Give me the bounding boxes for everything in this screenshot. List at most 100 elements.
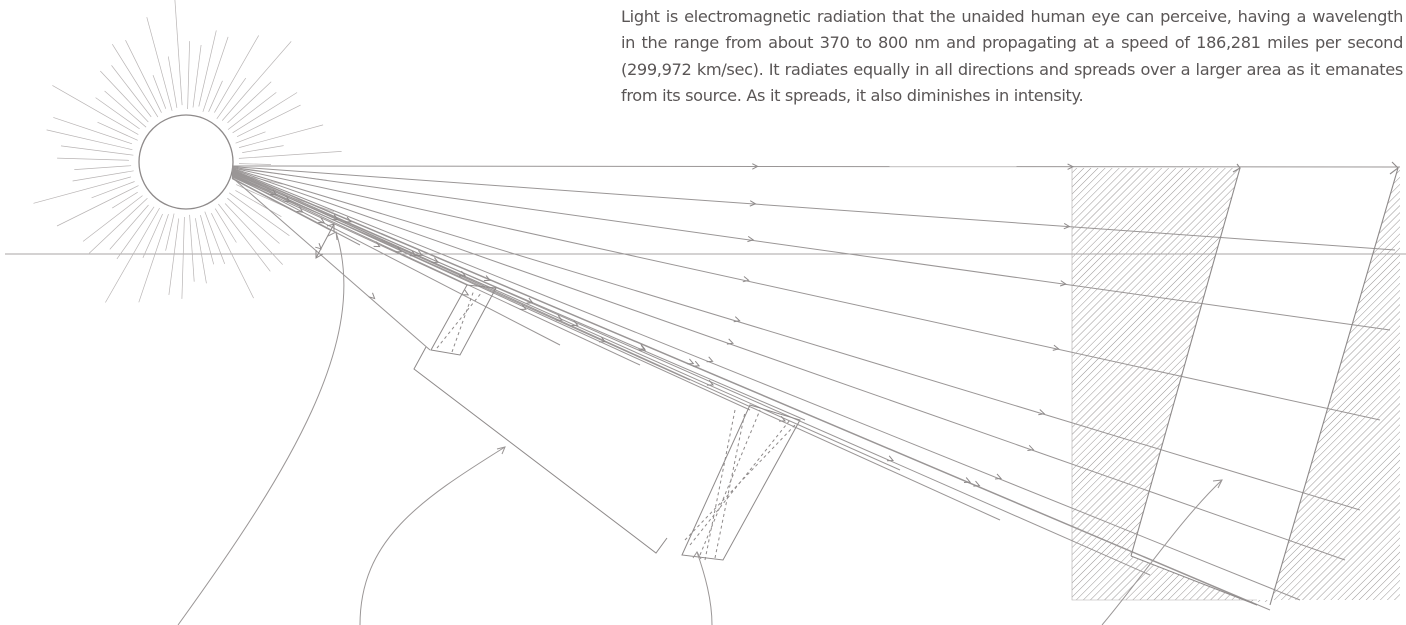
sun-ray [112, 191, 138, 209]
distance-bracket [413, 346, 668, 554]
ray-arrowhead [778, 415, 787, 422]
sun-ray [227, 81, 272, 124]
light-ray [231, 165, 1401, 168]
light-rays [231, 165, 1401, 611]
light-ray [231, 166, 1396, 251]
ray-arrowhead [1027, 444, 1035, 451]
sun-ray [142, 213, 163, 258]
light-ray [231, 176, 468, 286]
sun-ray [88, 198, 148, 254]
sun-ray [95, 97, 140, 130]
sun-ray [195, 218, 207, 284]
area-square-far [681, 404, 801, 561]
ray-arrowhead [483, 275, 491, 282]
light-ray [231, 177, 361, 246]
sun-ray [181, 216, 185, 299]
sun-ray [189, 214, 195, 282]
sun-ray [53, 117, 133, 145]
sun-ray [104, 90, 147, 128]
ray-arrowhead [315, 243, 322, 250]
ray-arrowhead [1059, 280, 1067, 287]
ray-arrowhead [687, 358, 695, 365]
sun [33, 0, 342, 303]
sun-ray [227, 197, 280, 244]
light-ray [231, 175, 561, 346]
near-sun-measure-arrow [315, 223, 335, 259]
ray-arrowhead [752, 163, 759, 170]
ray-arrowhead [693, 360, 701, 367]
sun-ray [33, 176, 132, 204]
sun-ray [210, 212, 254, 299]
sun-ray [97, 121, 138, 141]
ray-arrowhead [344, 216, 352, 223]
light-ray [231, 172, 901, 471]
sun-ray [168, 218, 180, 295]
sun-ray [204, 211, 226, 265]
ray-arrowhead [638, 343, 646, 350]
sun-ray [208, 80, 223, 112]
sun-ray [72, 170, 134, 182]
sun-ray [111, 65, 152, 118]
sun-ray [91, 181, 135, 199]
light-ray [231, 166, 1391, 331]
sun-ray [187, 41, 190, 110]
ray-arrowhead [331, 214, 339, 221]
sun-ray [221, 41, 292, 121]
sun-ray [235, 131, 266, 144]
sun-ray [74, 165, 132, 170]
ray-arrowhead [747, 235, 755, 243]
sun-ray [216, 77, 247, 120]
ray-arrowhead [571, 320, 579, 326]
ray-arrowhead [519, 304, 527, 310]
sun-ray [105, 207, 160, 303]
sun-rays [33, 0, 342, 303]
ray-arrowhead [409, 250, 417, 257]
ray-arrowheads [270, 163, 1075, 487]
ray-arrowhead [706, 356, 714, 363]
ray-arrowhead [886, 455, 895, 462]
light-ray [231, 172, 806, 421]
light-ray [231, 169, 1301, 601]
light-ray [231, 177, 431, 351]
sun-ray [198, 30, 217, 107]
sun-ray [239, 124, 324, 148]
sun-ray [152, 74, 167, 109]
sun-ray [165, 213, 175, 251]
sun-ray [224, 203, 283, 265]
sun-ray [218, 203, 271, 272]
sun-ray [228, 192, 290, 236]
ray-arrowhead [462, 289, 470, 296]
sun-ray [60, 145, 134, 156]
sun-ray [174, 0, 183, 106]
sun-ray [109, 204, 149, 250]
sun-ray [125, 40, 162, 113]
sun-ray [238, 151, 342, 159]
ray-arrowhead [1063, 222, 1071, 230]
ray-arrowhead [749, 200, 757, 207]
sun-ray [232, 92, 298, 134]
sun-ray [202, 36, 229, 112]
ray-arrowhead [296, 206, 304, 213]
ray-arrowhead [432, 257, 440, 263]
sun-ray [57, 157, 130, 161]
sun-ray [192, 44, 202, 108]
ray-arrowhead [368, 292, 376, 300]
sun-ray [146, 17, 173, 111]
sun-ray [138, 213, 169, 303]
ray-arrowhead [395, 246, 403, 253]
ray-arrowhead [963, 477, 972, 483]
light-ray [231, 167, 1381, 421]
sun-ray [236, 104, 301, 138]
ray-arrowhead [373, 241, 381, 248]
sun-ray [238, 163, 272, 165]
area-square-near [430, 284, 497, 356]
sun-ray [167, 56, 178, 108]
sun-ray [52, 85, 139, 135]
sun-ray [235, 190, 282, 218]
sun-ray [46, 129, 133, 151]
sun-ray [242, 145, 284, 153]
ray-arrowhead [459, 270, 467, 277]
ray-arrowhead [318, 217, 326, 224]
light-ray [231, 170, 1258, 606]
